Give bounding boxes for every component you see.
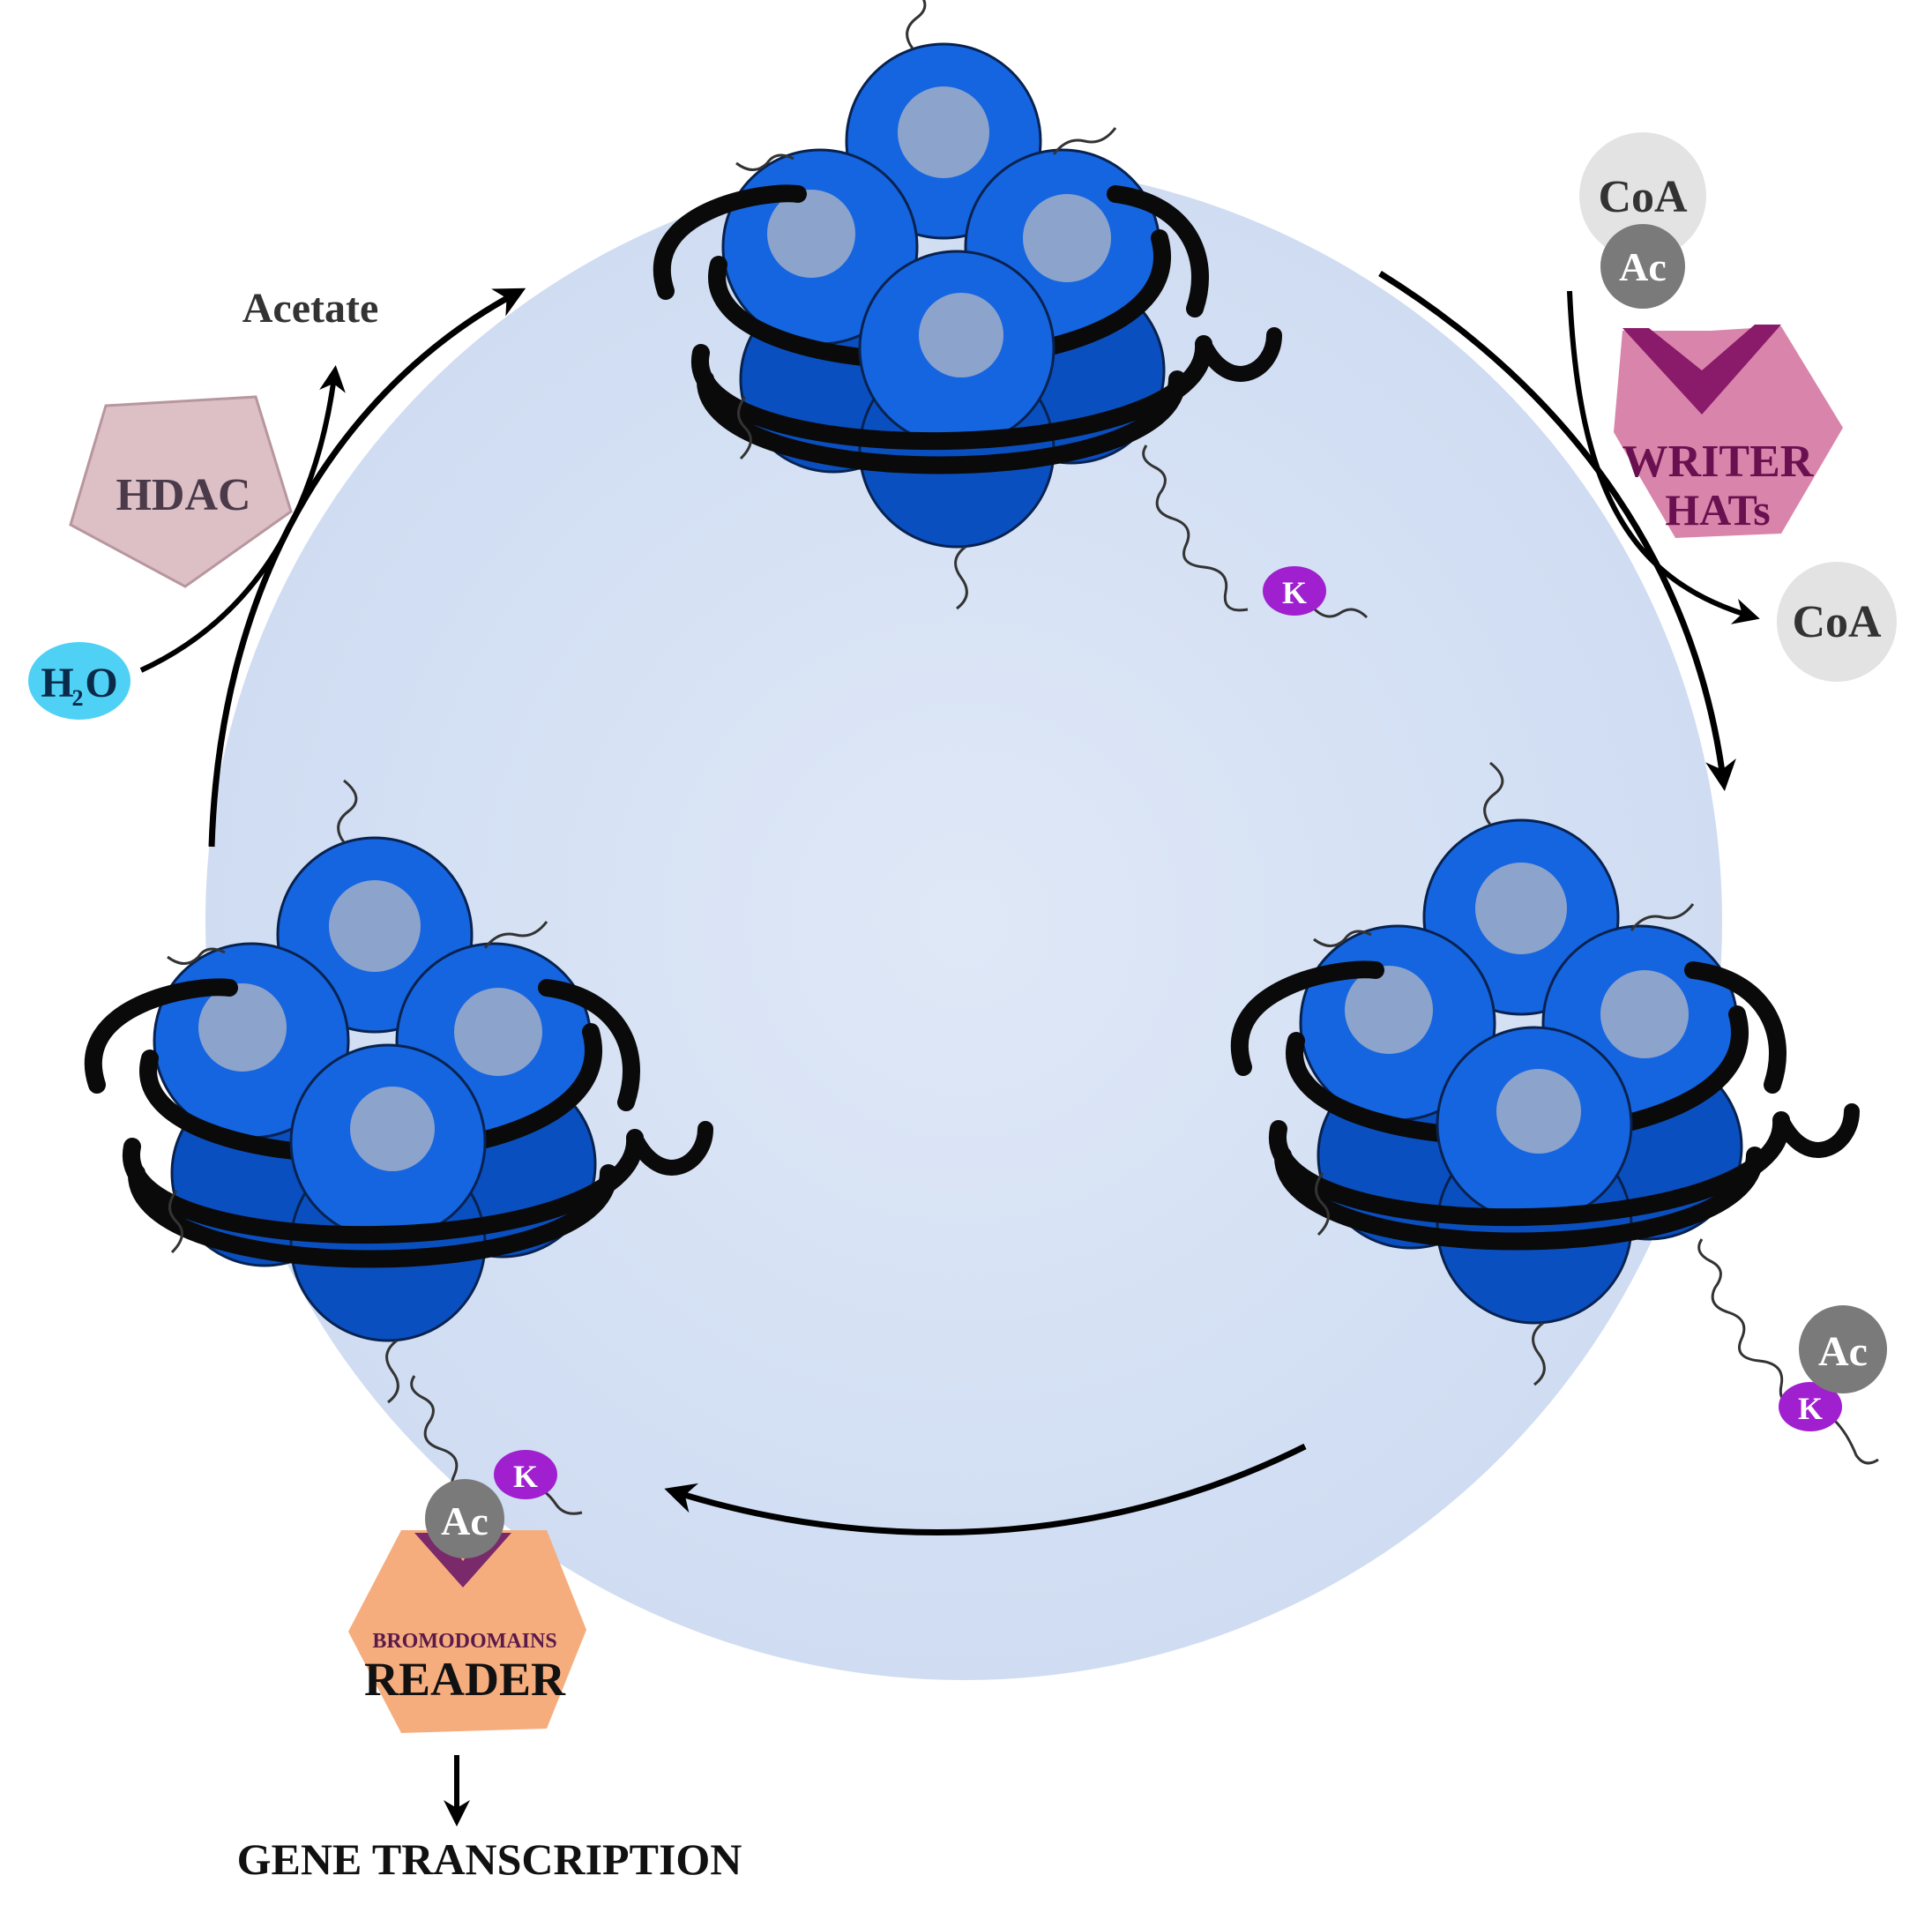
- lysine-top: K: [1263, 566, 1326, 616]
- svg-text:CoA: CoA: [1792, 597, 1882, 647]
- cycle-arrow-bottom: [664, 1443, 1307, 1535]
- coa-acetyl-top: CoA Ac: [1579, 132, 1706, 309]
- svg-text:O: O: [85, 660, 117, 706]
- bromodomain-reader: Ac BROMODOMAINS READER: [348, 1479, 586, 1733]
- svg-text:WRITER: WRITER: [1622, 437, 1815, 487]
- hdac-enzyme: HDAC: [69, 395, 293, 588]
- cycle-arrow-right: [1378, 271, 1736, 791]
- svg-text:BROMODOMAINS: BROMODOMAINS: [372, 1630, 556, 1653]
- svg-text:HATs: HATs: [1665, 485, 1771, 534]
- svg-text:2: 2: [72, 685, 84, 711]
- gene-transcription-label: GENE TRANSCRIPTION: [237, 1834, 742, 1884]
- svg-text:Ac: Ac: [1619, 244, 1667, 289]
- water-molecule: H 2 O: [28, 642, 131, 720]
- writer-path-arrow: [1567, 290, 1760, 624]
- coa-right: CoA: [1777, 562, 1897, 682]
- writer-hats-enzyme: WRITER HATs: [1614, 325, 1843, 538]
- svg-text:HDAC: HDAC: [116, 470, 250, 520]
- acetyl-right: Ac: [1799, 1305, 1887, 1393]
- svg-text:CoA: CoA: [1598, 172, 1688, 222]
- lysine-left: K: [494, 1450, 557, 1499]
- hdac-path-arrow: [139, 365, 346, 673]
- acetate-label: Acetate: [242, 285, 379, 332]
- svg-text:K: K: [1282, 575, 1307, 610]
- svg-text:H: H: [41, 660, 73, 706]
- cycle-background: [205, 163, 1722, 1680]
- svg-text:Ac: Ac: [1818, 1328, 1868, 1375]
- lysine-right: K: [1779, 1382, 1842, 1431]
- svg-text:READER: READER: [364, 1653, 566, 1706]
- svg-text:K: K: [1798, 1391, 1823, 1426]
- svg-text:Ac: Ac: [441, 1498, 489, 1543]
- tail-right: [1697, 1237, 1805, 1406]
- svg-text:K: K: [513, 1459, 538, 1494]
